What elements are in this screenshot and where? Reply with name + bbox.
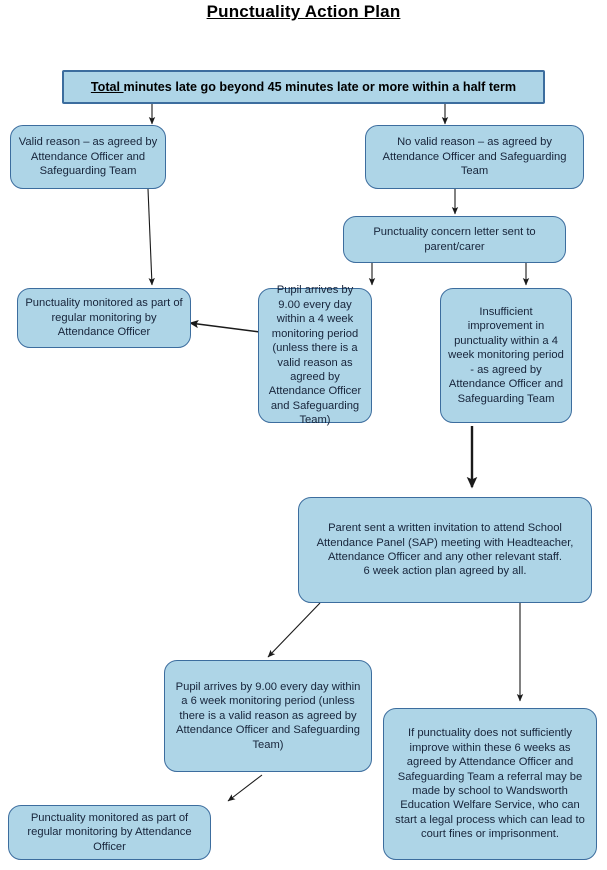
edge-pupil-arrives-4week-to-monitored-regular xyxy=(189,320,261,333)
node-insufficient-improvement[interactable]: Insufficient improvement in punctuality … xyxy=(440,288,572,423)
node-trigger[interactable]: Total minutes late go beyond 45 minutes … xyxy=(62,70,545,104)
node-pupil-arrives-4week[interactable]: Pupil arrives by 9.00 every day within a… xyxy=(258,284,372,426)
node-pupil-arrives-4week-label: Pupil arrives by 9.00 every day within a… xyxy=(268,284,362,427)
node-monitored-regular[interactable]: Punctuality monitored as part of regular… xyxy=(17,288,191,348)
node-insufficient-improvement-label: Insufficient improvement in punctuality … xyxy=(448,305,564,405)
node-valid-reason[interactable]: Valid reason – as agreed by Attendance O… xyxy=(10,125,166,189)
node-no-valid-reason[interactable]: No valid reason – as agreed by Attendanc… xyxy=(365,125,584,189)
node-monitored-regular-2[interactable]: Punctuality monitored as part of regular… xyxy=(8,805,211,860)
page-title: Punctuality Action Plan xyxy=(206,2,401,21)
node-trigger-lead: Total xyxy=(90,79,124,94)
edge-sap-invitation-to-pupil-arrives-6week xyxy=(267,602,321,658)
edge-pupil-arrives-6week-to-monitored-regular-2 xyxy=(227,774,263,802)
node-trigger-label: minutes late go beyond 45 minutes late o… xyxy=(123,79,517,94)
node-pupil-arrives-6week-label: Pupil arrives by 9.00 every day within a… xyxy=(175,680,361,751)
node-referral-ews-label: If punctuality does not sufficiently imp… xyxy=(395,727,585,841)
node-sap-invitation-label: Parent sent a written invitation to atte… xyxy=(316,522,574,578)
node-valid-reason-label: Valid reason – as agreed by Attendance O… xyxy=(18,136,158,178)
node-monitored-regular-2-label: Punctuality monitored as part of regular… xyxy=(27,811,192,853)
node-pupil-arrives-6week[interactable]: Pupil arrives by 9.00 every day within a… xyxy=(164,660,372,772)
edge-valid-reason-to-monitored-regular xyxy=(147,188,155,286)
node-sap-invitation[interactable]: Parent sent a written invitation to atte… xyxy=(298,497,592,603)
node-monitored-regular-label: Punctuality monitored as part of regular… xyxy=(25,297,183,339)
node-referral-ews[interactable]: If punctuality does not sufficiently imp… xyxy=(383,708,597,860)
node-concern-letter[interactable]: Punctuality concern letter sent to paren… xyxy=(343,216,566,263)
node-no-valid-reason-label: No valid reason – as agreed by Attendanc… xyxy=(382,136,567,178)
node-concern-letter-label: Punctuality concern letter sent to paren… xyxy=(373,226,536,253)
